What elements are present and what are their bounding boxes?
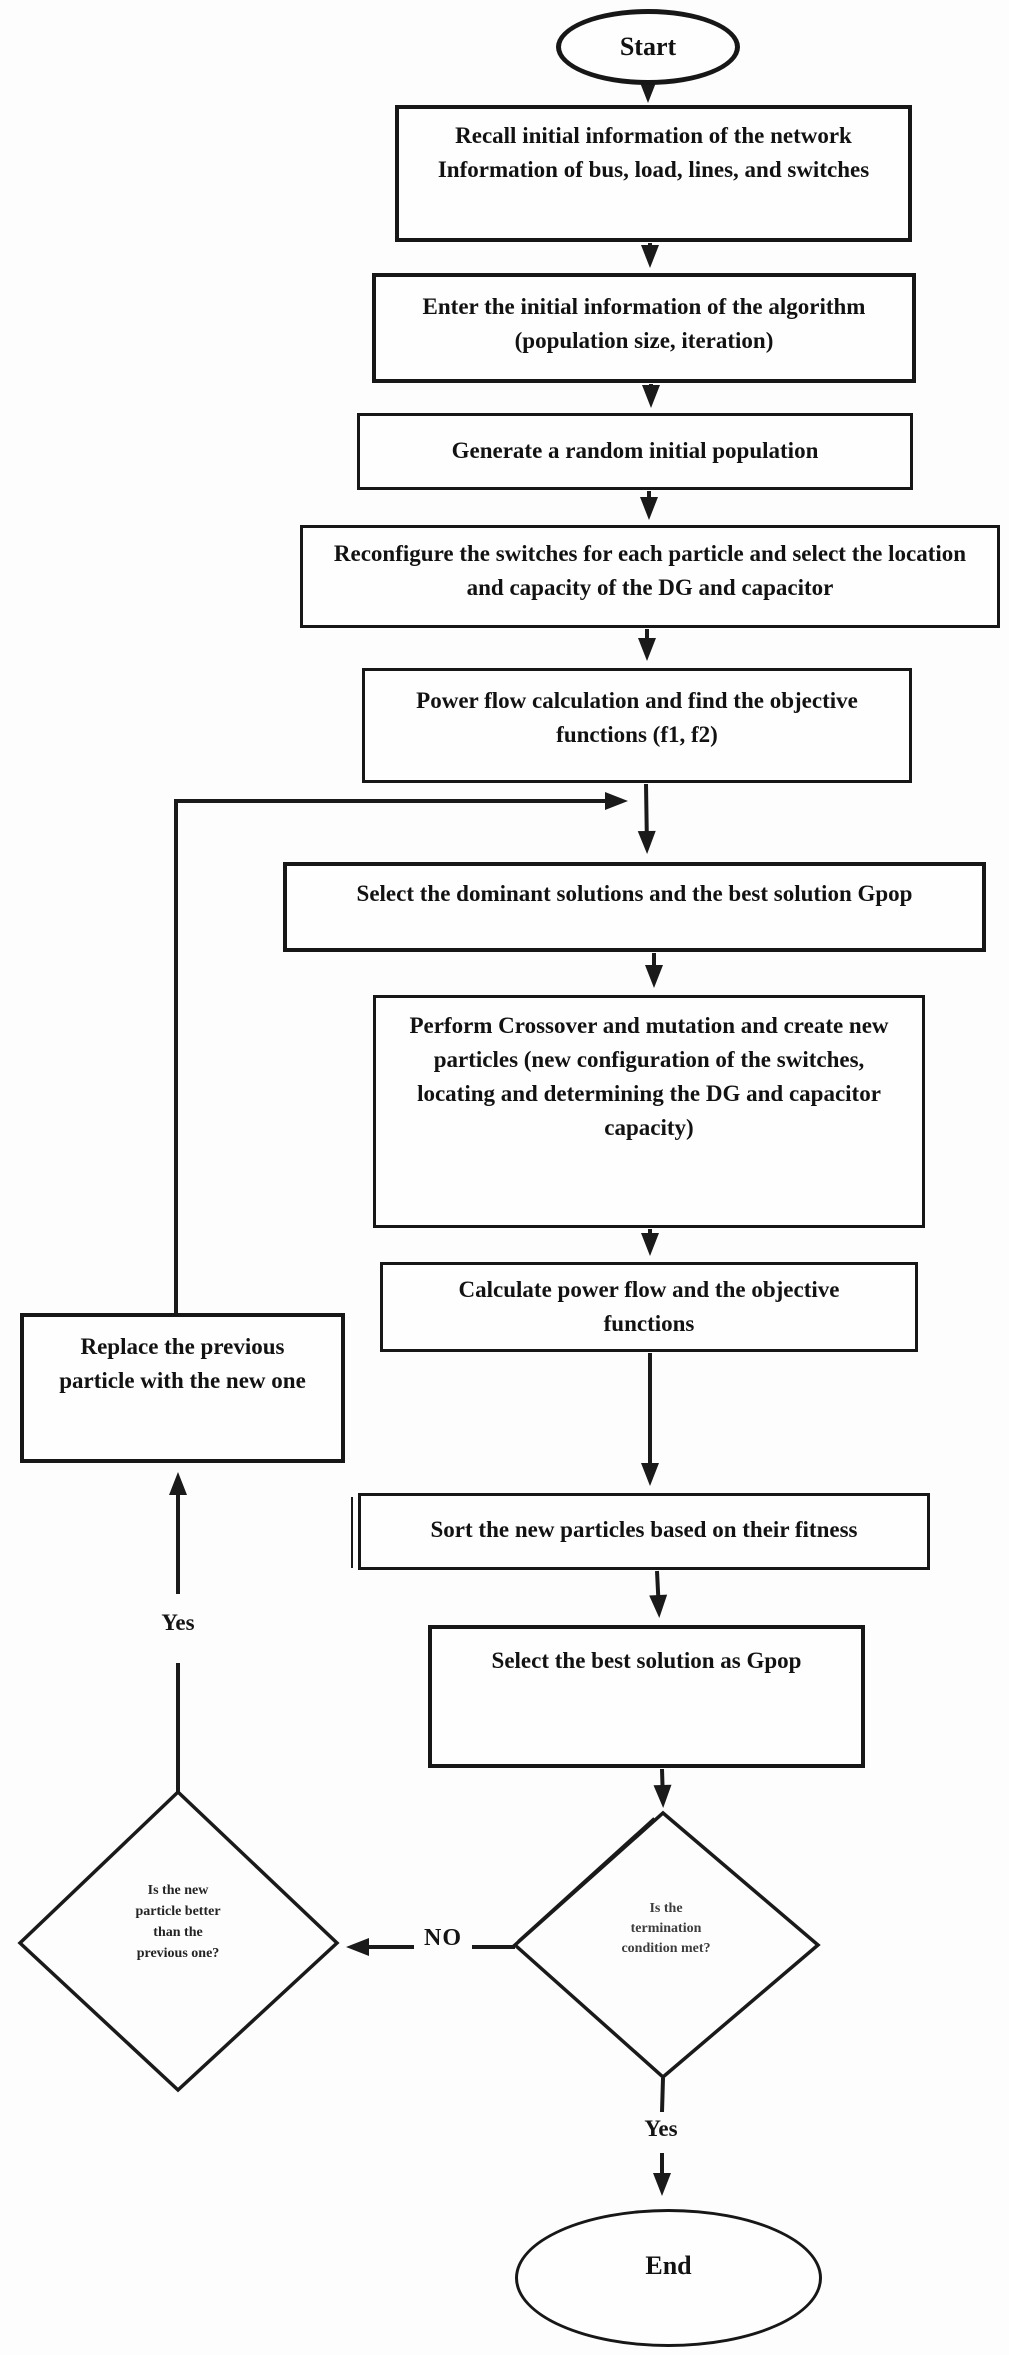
- node-text-line: Perform Crossover and mutation and creat…: [409, 1013, 889, 1038]
- node-enter-algorithm-info: Enter the initial information of the alg…: [372, 273, 916, 383]
- node-text-line: particle better: [135, 1904, 221, 1919]
- arrow-powerflow-to-selectdominant: [637, 783, 656, 854]
- node-sort-particles: Sort the new particles based on their fi…: [358, 1493, 930, 1570]
- node-power-flow-calculation: Power flow calculation and find the obje…: [362, 668, 912, 783]
- node-generate-population: Generate a random initial population: [357, 413, 913, 490]
- node-text-line: Select the dominant solutions and the be…: [356, 881, 913, 906]
- yes-bottom-segment: [660, 2077, 665, 2113]
- node-text-line: functions (f1, f2): [556, 722, 718, 747]
- arrow-selectbest-to-termination: [653, 1768, 672, 1808]
- node-text-line: than the: [153, 1925, 203, 1940]
- node-text-line: previous one?: [136, 1946, 220, 1961]
- node-calculate-power-flow: Calculate power flow and the objective f…: [380, 1262, 918, 1352]
- node-text-line: Sort the new particles based on their fi…: [430, 1517, 858, 1542]
- node-text-line: Power flow calculation and find the obje…: [416, 688, 858, 713]
- decision-termination-shape: [512, 1810, 821, 2080]
- node-text-line: Recall initial information of the networ…: [455, 123, 852, 148]
- node-text-line: Is the: [649, 1901, 683, 1916]
- node-text-line: functions: [603, 1311, 695, 1336]
- scan-artifact-diamond-edge: [517, 1817, 655, 1942]
- node-text-line: Information of bus, load, lines, and swi…: [437, 157, 870, 182]
- node-text-line: and capacity of the DG and capacitor: [466, 575, 834, 600]
- node-crossover-mutation: Perform Crossover and mutation and creat…: [373, 995, 925, 1228]
- decision-better-shape: [17, 1789, 340, 2093]
- node-text-line: Calculate power flow and the objective: [458, 1277, 840, 1302]
- node-text-line: Replace the previous: [80, 1334, 285, 1359]
- edge-label-yes-bottom: Yes: [644, 2116, 678, 2141]
- node-recall-network-info: Recall initial information of the networ…: [395, 105, 912, 242]
- node-text-line: Is the new: [147, 1883, 209, 1898]
- edge-label-yes-left: Yes: [161, 1610, 195, 1635]
- node-select-dominant-solutions: Select the dominant solutions and the be…: [283, 862, 986, 952]
- node-text-line: Enter the initial information of the alg…: [422, 294, 866, 319]
- node-select-best-solution: Select the best solution as Gpop: [428, 1625, 865, 1768]
- node-text-line: End: [645, 2251, 692, 2280]
- node-text-line: particles (new configuration of the swit…: [433, 1047, 865, 1072]
- node-text-line: Reconfigure the switches for each partic…: [333, 541, 967, 566]
- node-text-line: Select the best solution as Gpop: [491, 1648, 802, 1673]
- node-replace-particle: Replace the previous particle with the n…: [20, 1313, 345, 1463]
- node-text-line: capacity): [604, 1115, 694, 1140]
- node-start: Start: [556, 9, 740, 85]
- node-end: End: [515, 2209, 822, 2347]
- feedback-replace-to-junction: [174, 792, 628, 1316]
- node-text-line: termination: [630, 1921, 702, 1936]
- decision-termination-label: Is the termination condition met?: [596, 1899, 736, 1959]
- arrow-sort-to-selectbest: [649, 1570, 668, 1618]
- node-text-line: condition met?: [621, 1941, 711, 1956]
- node-text-line: (population size, iteration): [514, 328, 774, 353]
- node-reconfigure-switches: Reconfigure the switches for each partic…: [300, 525, 1000, 628]
- node-text-line: Generate a random initial population: [451, 438, 819, 463]
- decision-better-label: Is the new particle better than the prev…: [108, 1880, 248, 1964]
- node-text-line: locating and determining the DG and capa…: [417, 1081, 881, 1106]
- edge-label-no: NO: [424, 1925, 462, 1951]
- node-text-line: Start: [619, 32, 677, 61]
- node-text-line: particle with the new one: [59, 1368, 306, 1393]
